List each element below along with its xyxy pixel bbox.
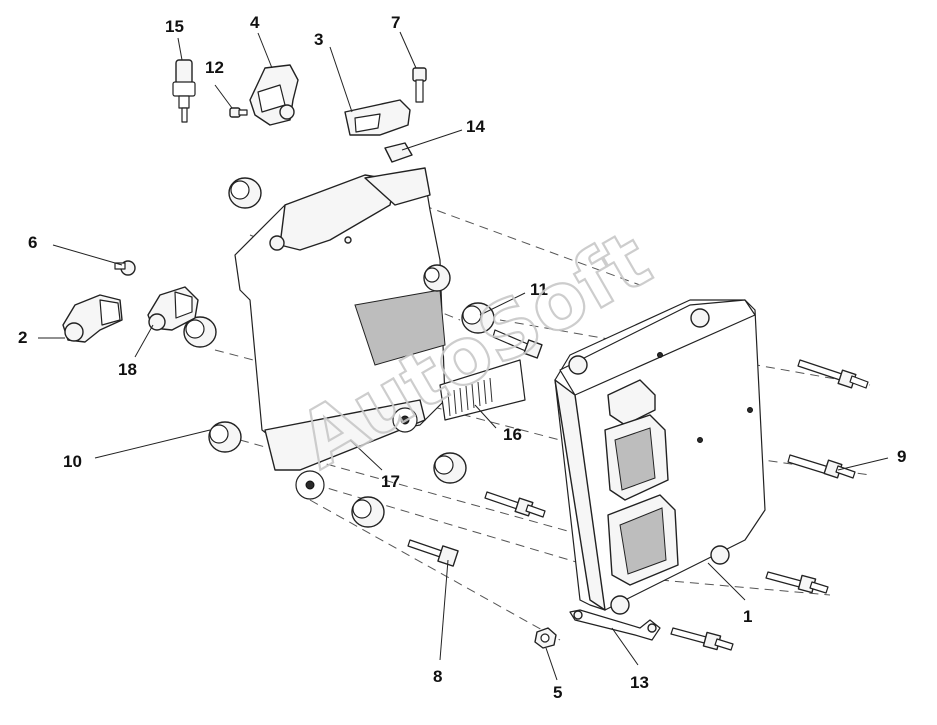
leader-lines — [38, 31, 889, 681]
bolt-part-7 — [412, 67, 427, 103]
bolt-part-8-group — [407, 329, 546, 567]
screw-part-6 — [114, 260, 136, 276]
isolator-c — [183, 316, 217, 348]
callout-4: 4 — [250, 13, 260, 32]
isolator-d — [433, 452, 467, 484]
isolator-e — [351, 496, 385, 528]
callout-8: 8 — [433, 667, 442, 686]
bolt-part-9-c — [765, 571, 829, 594]
isolator-f — [461, 302, 495, 334]
isolator-g — [423, 264, 451, 292]
bolt-part-8-a — [407, 539, 459, 567]
bolt-part-9-b — [787, 454, 856, 479]
isolator-a — [228, 177, 262, 209]
callout-5: 5 — [553, 683, 562, 702]
isolator-part-10-group — [183, 177, 495, 528]
pressure-sensor-part-3 — [344, 99, 411, 136]
callout-6: 6 — [28, 233, 37, 252]
mounting-bracket-plate — [234, 167, 446, 500]
callout-12: 12 — [205, 58, 224, 77]
bolt-part-11 — [492, 329, 543, 359]
callout-10: 10 — [63, 452, 82, 471]
callout-16: 16 — [503, 425, 522, 444]
label-plate-part-16 — [439, 359, 526, 421]
bolt-part-9-group — [670, 359, 869, 651]
callout-14: 14 — [466, 117, 485, 136]
bolt-part-8-b — [484, 491, 546, 518]
ecu-module-part-1 — [554, 299, 766, 615]
callout-9: 9 — [897, 447, 906, 466]
bolt-part-9-a — [797, 359, 869, 389]
callout-7: 7 — [391, 13, 400, 32]
callout-18: 18 — [118, 360, 137, 379]
clip-part-14 — [384, 142, 413, 163]
callout-2: 2 — [18, 328, 27, 347]
screw-part-12 — [229, 107, 248, 118]
nut-part-5 — [534, 627, 557, 649]
callout-11: 11 — [530, 280, 548, 299]
sensor-part-18 — [147, 286, 199, 331]
bolt-part-9-d — [670, 627, 734, 651]
temperature-sensor-part-15 — [172, 59, 196, 123]
callout-13: 13 — [630, 673, 649, 692]
sensor-part-4 — [249, 64, 299, 126]
isolator-b — [208, 421, 242, 453]
callout-1: 1 — [743, 607, 752, 626]
callout-17: 17 — [381, 472, 400, 491]
callout-labels: 15 4 3 7 12 14 6 2 18 10 11 16 17 9 1 8 … — [18, 13, 906, 702]
callout-15: 15 — [165, 17, 184, 36]
strap-clamp-part-13 — [569, 609, 661, 641]
sensor-part-2 — [62, 294, 123, 343]
callout-3: 3 — [314, 30, 323, 49]
